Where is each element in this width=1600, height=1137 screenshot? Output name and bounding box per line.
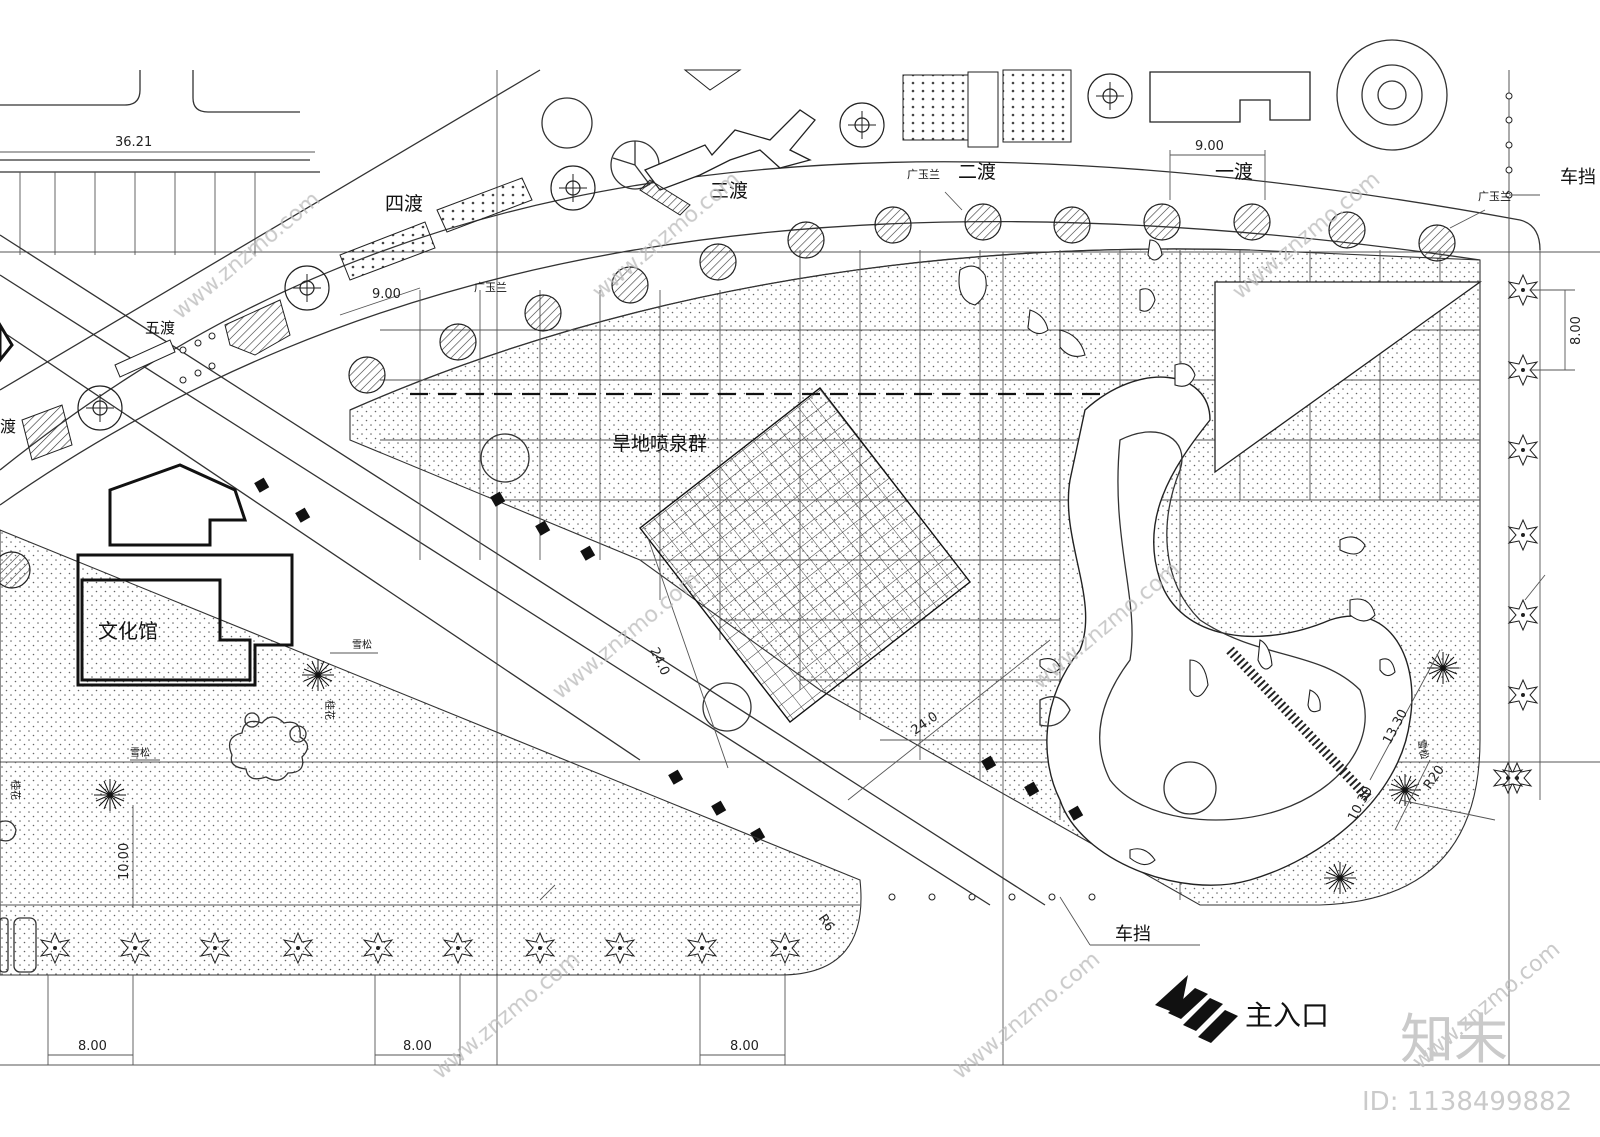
culture-hall-building [76, 463, 294, 687]
dim-8-00-b2: 8.00 [403, 1039, 432, 1054]
label-drought-fountain: 旱地喷泉群 [612, 433, 707, 455]
top-blocks [0, 70, 320, 255]
dim-9-00-a: 9.00 [1195, 139, 1224, 154]
left-green [0, 529, 862, 976]
label-culture-hall: 文化馆 [98, 619, 158, 643]
watermark-url-1: www.znzmo.com [168, 187, 325, 325]
dim-8-00-right: 8.00 [1569, 316, 1584, 345]
label-ferry-1: 一渡 [1215, 161, 1253, 183]
label-car-stop-right: 车挡 [1560, 167, 1596, 188]
pond [1039, 376, 1413, 886]
label-ferry-partial: 渡 [0, 417, 16, 436]
dim-8-00-b3: 8.00 [730, 1039, 759, 1054]
watermark-brand: 知末 [1400, 1008, 1508, 1071]
label-plant-cedar-2: 雪松 [130, 746, 150, 759]
dim-10-00: 10.00 [117, 843, 132, 880]
dim-24-0-a: 24.0 [646, 645, 672, 678]
arrow-paving [1214, 281, 1483, 474]
dim-8-00-b1: 8.00 [78, 1039, 107, 1054]
drought-fountain-grid [480, 387, 971, 732]
parked-car [0, 917, 37, 973]
label-plant-magnolia-1: 广玉兰 [907, 168, 940, 181]
label-car-stop-bottom: 车挡 [1115, 924, 1151, 945]
label-ferry-2: 二渡 [958, 161, 996, 183]
label-ferry-3: 三渡 [710, 180, 748, 202]
rocks [958, 239, 1396, 866]
osmanthus [0, 712, 309, 842]
watermark-url-7: www.znzmo.com [948, 947, 1105, 1085]
diagonal-road [0, 234, 1046, 906]
right-tree-row [1502, 70, 1541, 800]
dim-9-00-b: 9.00 [372, 287, 401, 302]
label-plant-cedar-1: 雪松 [352, 638, 372, 651]
label-plant-cedar-3: 雪松 [1415, 738, 1431, 760]
plan-labels: 旱地喷泉群 文化馆 主入口 车挡 车挡 一渡 二渡 三渡 四渡 五渡 渡 广玉兰… [0, 161, 1596, 1032]
bollards [254, 477, 1084, 843]
label-main-entrance: 主入口 [1245, 999, 1329, 1032]
label-plant-osmanthus-1: 桂花 [323, 700, 336, 720]
label-plant-osmanthus-2: 桂花 [9, 780, 22, 800]
dimension-lines [0, 150, 1575, 1065]
label-plant-magnolia-2: 广玉兰 [474, 281, 507, 294]
label-ferry-4: 四渡 [385, 193, 423, 215]
label-ferry-5: 五渡 [145, 319, 175, 337]
ferry-features [0, 39, 1448, 461]
entrance-arrow [1155, 975, 1238, 1043]
dim-36-21: 36.21 [115, 135, 152, 150]
watermark-id: ID: 1138499882 [1362, 1087, 1572, 1117]
label-plant-magnolia-3: 广玉兰 [1478, 190, 1511, 203]
feature-trees [77, 73, 1133, 431]
